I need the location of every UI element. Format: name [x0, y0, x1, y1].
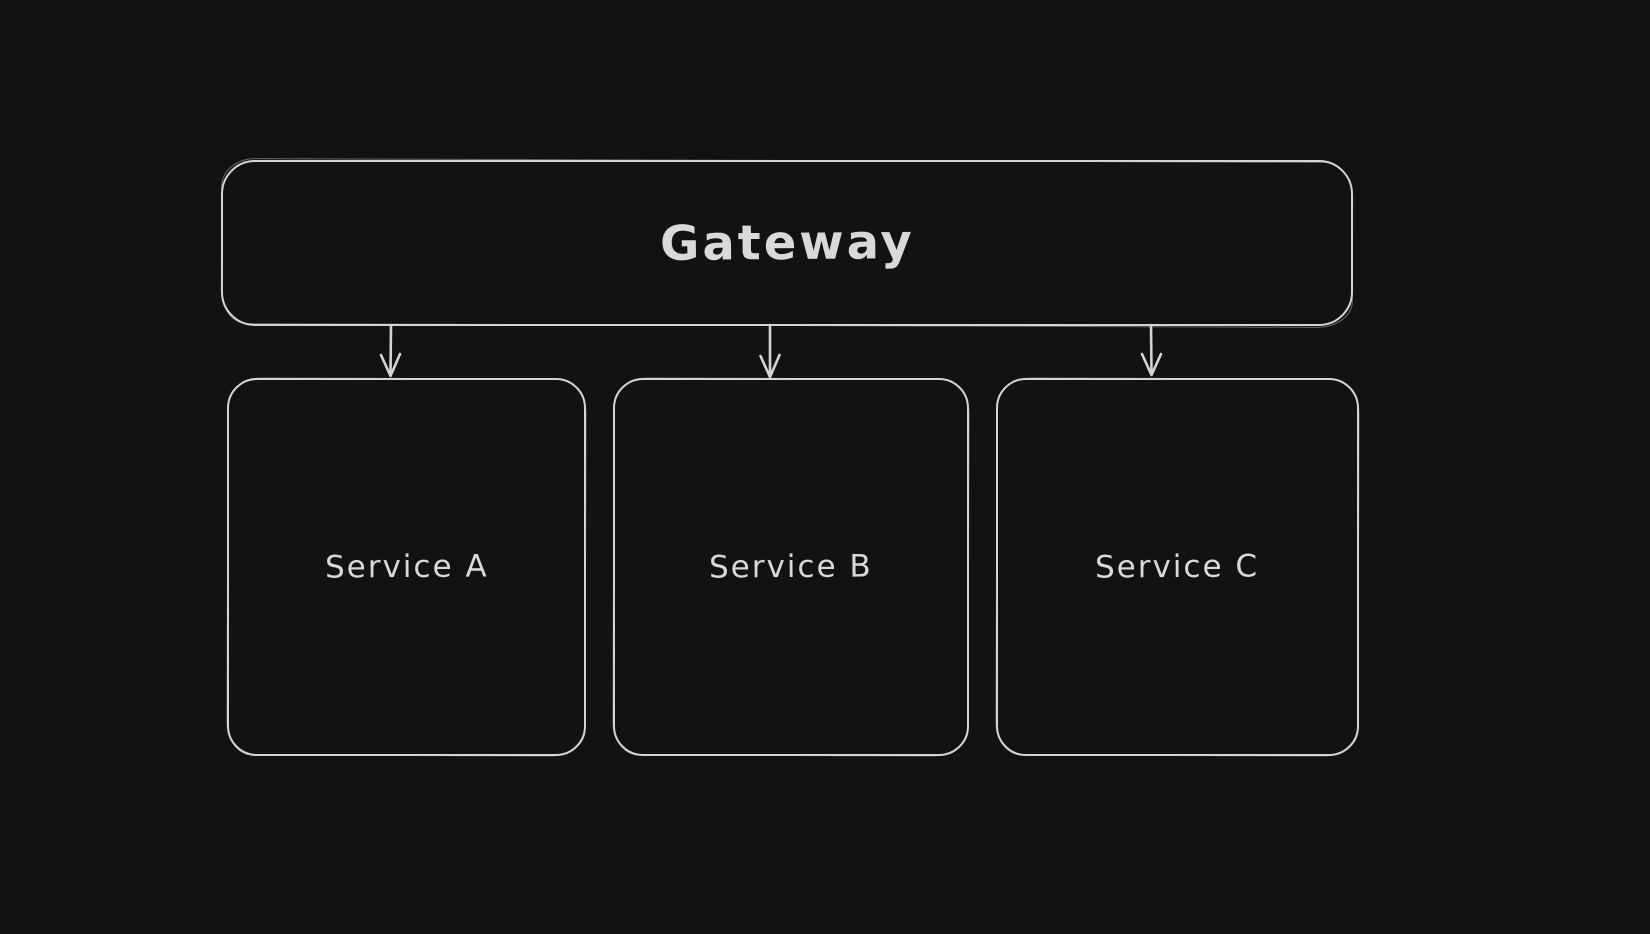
- node-service-a[interactable]: Service A: [227, 378, 586, 756]
- arrow-gateway-to-service-a[interactable]: [369, 323, 413, 383]
- arrow-head: [379, 352, 402, 378]
- arrow-gateway-to-service-b[interactable]: [748, 323, 792, 383]
- node-service-c[interactable]: Service C: [996, 378, 1359, 756]
- arrow-shaft: [389, 323, 393, 376]
- node-service-b[interactable]: Service B: [613, 378, 969, 756]
- arrow-head: [1140, 352, 1163, 377]
- arrow-gateway-to-service-c[interactable]: [1129, 323, 1173, 383]
- node-gateway-label: Gateway: [659, 214, 915, 272]
- node-service-b-label: Service B: [709, 548, 873, 586]
- arrow-head: [759, 353, 781, 379]
- node-service-c-label: Service C: [1095, 548, 1260, 586]
- node-service-a-label: Service A: [324, 548, 489, 586]
- arrow-shaft: [1149, 323, 1153, 375]
- node-gateway[interactable]: Gateway: [221, 160, 1353, 326]
